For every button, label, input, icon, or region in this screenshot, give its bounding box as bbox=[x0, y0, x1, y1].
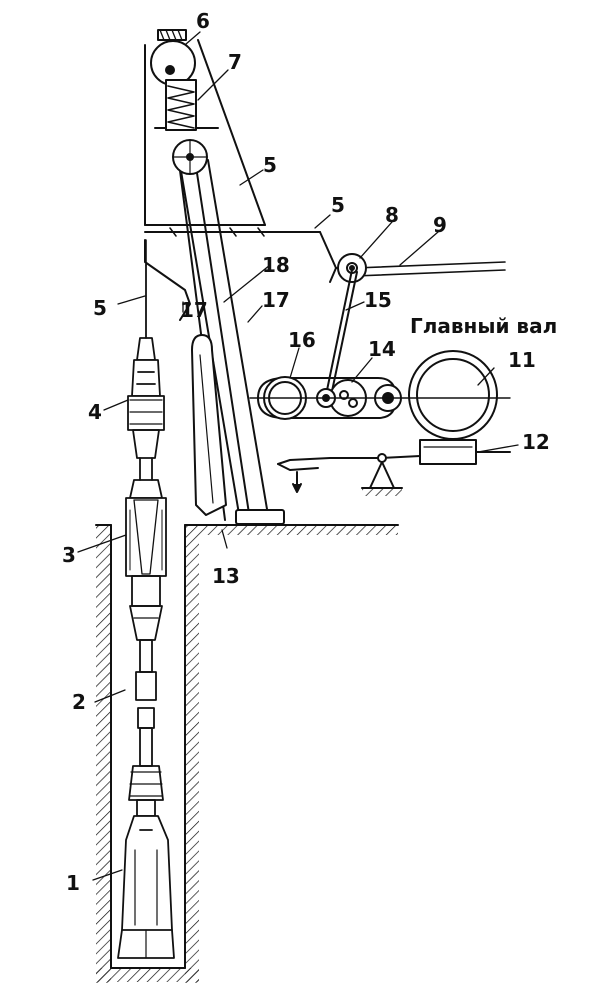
rope-5 bbox=[145, 239, 506, 277]
lower-sheave bbox=[172, 139, 208, 175]
label-17-right: 17 bbox=[262, 288, 290, 312]
crown-block[interactable] bbox=[150, 29, 196, 86]
label-2: 2 bbox=[72, 690, 86, 714]
drilling-tool-string bbox=[117, 264, 175, 959]
label-3: 3 bbox=[62, 543, 76, 567]
label-18: 18 bbox=[262, 253, 290, 277]
label-8: 8 bbox=[385, 203, 399, 227]
winch-mechanism[interactable] bbox=[249, 253, 511, 465]
label-13: 13 bbox=[212, 564, 240, 588]
label-14: 14 bbox=[368, 337, 396, 361]
borehole bbox=[95, 524, 199, 983]
label-16: 16 bbox=[288, 328, 316, 352]
label-12: 12 bbox=[522, 430, 550, 454]
label-5-mast: 5 bbox=[263, 153, 277, 177]
gas-cylinder bbox=[191, 334, 227, 516]
label-5-left: 5 bbox=[93, 296, 107, 320]
label-1: 1 bbox=[66, 871, 80, 895]
label-9: 9 bbox=[433, 213, 447, 237]
label-7: 7 bbox=[228, 50, 242, 74]
label-5-beam: 5 bbox=[331, 193, 345, 217]
label-17-left: 17 bbox=[180, 298, 208, 322]
ground-surface bbox=[184, 524, 399, 535]
brake-lever[interactable] bbox=[277, 453, 421, 496]
label-4: 4 bbox=[88, 400, 102, 424]
label-15: 15 bbox=[364, 288, 392, 312]
label-11: 11 bbox=[508, 348, 536, 372]
label-6: 6 bbox=[196, 9, 210, 33]
shock-absorber-spring bbox=[165, 79, 197, 131]
caption-main-shaft: Главный вал bbox=[410, 314, 558, 338]
leader-lines bbox=[77, 31, 519, 881]
